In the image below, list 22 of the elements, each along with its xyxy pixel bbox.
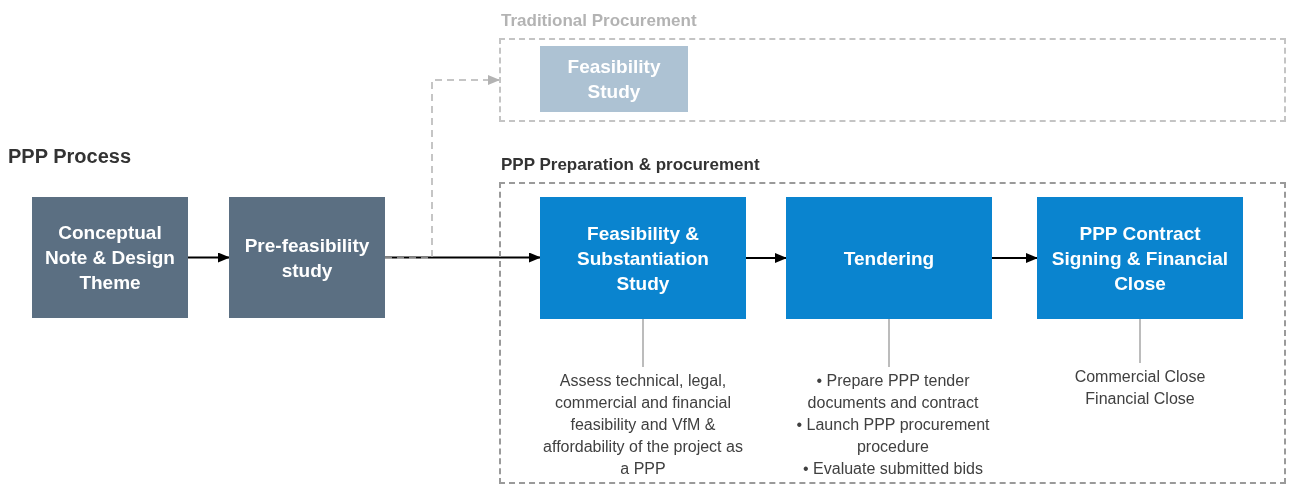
bullet-item: • Prepare PPP tender documents and contract — [806, 371, 980, 413]
group-heading: PPP Preparation & procurement — [501, 155, 760, 175]
arrow — [384, 75, 500, 259]
description-text: Financial Close — [1084, 389, 1196, 409]
description-text: Commercial Close — [1073, 367, 1207, 387]
group-heading: Traditional Procurement — [501, 11, 697, 31]
process-box: Pre-feasibility study — [229, 197, 385, 318]
arrow — [991, 253, 1038, 263]
bullet-item: • Evaluate submitted bids — [802, 459, 984, 479]
process-box: Feasibility Study — [540, 46, 688, 112]
leader-line — [1139, 318, 1141, 364]
process-box: Feasibility & Substantiation Study — [540, 197, 746, 319]
process-box: Tendering — [786, 197, 992, 319]
process-box: Conceptual Note & Design Theme — [32, 197, 188, 318]
leader-line — [642, 318, 644, 368]
arrow — [187, 252, 230, 263]
arrow — [745, 253, 787, 263]
leader-line — [888, 318, 890, 368]
bullet-item: • Launch PPP procurement procedure — [795, 415, 991, 457]
diagram-title: PPP Process — [8, 145, 132, 168]
process-box: PPP Contract Signing & Financial Close — [1037, 197, 1243, 319]
description-text: Assess technical, legal, commercial and financial feasibility and VfM & affordability of the project as a PPP — [543, 371, 743, 479]
